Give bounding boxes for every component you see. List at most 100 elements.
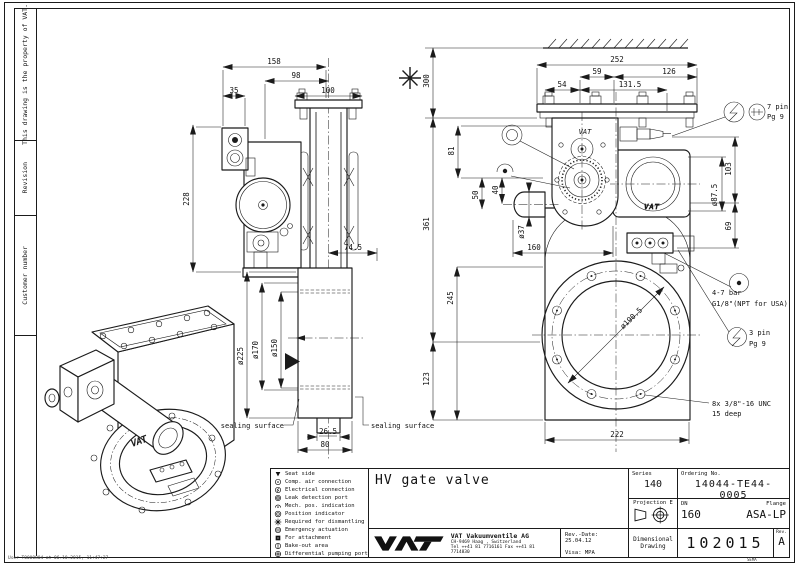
dn-label: DN <box>681 501 688 507</box>
series-cell: Series 140 <box>629 469 678 499</box>
legend-item-position-indicator: Position indicator <box>271 510 368 518</box>
note-air-thread: G1/8"(NPT for USA) <box>712 300 788 308</box>
legend-item-attachment: For attachment <box>271 534 368 542</box>
dim-245: 245 <box>446 291 455 305</box>
projection-symbol-icon <box>634 506 669 524</box>
company-name: VAT Vakuumventile AG <box>450 531 530 540</box>
ordering-cell: Ordering No. 14044-TE44-0005 <box>678 469 789 501</box>
legend-label: Mech. pos. indication <box>285 503 355 509</box>
motor-connector <box>619 126 671 142</box>
dim-131-5: 131.5 <box>619 80 642 89</box>
side-view <box>221 58 364 460</box>
legend-label: Differential pumping port <box>285 551 368 557</box>
dim-150: ø150 <box>270 338 279 357</box>
legend-item-bake-out: Bake-out area <box>271 542 368 550</box>
electrical-connection-icon <box>275 487 281 493</box>
flange-value: ASA-LP <box>746 508 786 521</box>
legend-item-diff-pumping: Differential pumping port <box>271 550 368 558</box>
series-value: 140 <box>643 479 663 490</box>
sealing-surface-right: sealing surface <box>371 422 434 430</box>
revision-info-cell: Rev.-Date: 25.04.12 Visa: MPA <box>561 529 629 557</box>
dim-361: 361 <box>422 217 431 231</box>
legend-item-comp-air: Comp. air connection <box>271 478 368 486</box>
bake-out-area-icon <box>275 543 281 549</box>
iso-flange-bolts <box>90 412 222 514</box>
drawing-title: HV gate valve <box>375 473 490 488</box>
projection-label: Projection E <box>633 500 673 506</box>
solenoid-valve <box>626 232 695 274</box>
drawing-number: 102015 <box>686 534 765 552</box>
flange-bolt-holes <box>552 271 680 399</box>
print-footer: User T0000804 at 06.10.2015, 11:47:27 <box>8 556 109 561</box>
dim-26-5: 26.5 <box>319 427 337 436</box>
vat-logo-actuator: VAT <box>579 128 592 136</box>
legend-item-electrical: Electrical connection <box>271 486 368 494</box>
leak-detection-port-icon <box>275 495 281 501</box>
outer-border <box>4 2 795 563</box>
comp-air-symbol <box>663 252 749 293</box>
actuator-side <box>221 127 302 278</box>
legend-label: For attachment <box>285 535 332 541</box>
series-label: Series <box>632 471 652 477</box>
note-unc-depth: 15 deep <box>712 410 742 418</box>
legend-label: Required for dismantling <box>285 519 365 525</box>
note-3pin: 3 pin <box>749 329 770 337</box>
vat-logo-body: VAT <box>644 203 660 211</box>
dim-300: 300 <box>422 74 431 88</box>
dim-54: 54 <box>557 80 567 89</box>
dim-87-5: ø87.5 <box>710 184 719 207</box>
ordering-value: 14044-TE44-0005 <box>694 479 773 501</box>
ordering-label: Ordering No. <box>681 471 721 477</box>
air-port <box>513 191 546 218</box>
dim-123: 123 <box>422 372 431 386</box>
legend-label: Seat side <box>285 471 315 477</box>
dim-252: 252 <box>610 55 624 64</box>
legend-item-emergency: Emergency actuation <box>271 526 368 534</box>
dn-flange-cell: DN Flange 160 ASA-LP <box>678 499 789 529</box>
position-indicator-icon <box>274 510 282 518</box>
electrical-7pin-symbol <box>671 101 766 137</box>
note-unc-thread: 8x 3/8"-16 UNC <box>712 400 771 408</box>
company-phone: Tel ++41 81 7716161 Fax ++41 81 7714830 <box>450 544 535 555</box>
dim-160: 160 <box>527 243 541 252</box>
dim-225: ø225 <box>236 347 245 365</box>
dim-170: ø170 <box>251 340 260 359</box>
comp-air-connection-icon <box>275 479 281 485</box>
drawing-number-cell: 102015 <box>678 529 774 557</box>
dim-81: 81 <box>447 146 456 155</box>
dimensions-side: 158 98 35 100 228 74.5 ø225 ø170 ø150 26… <box>182 57 434 453</box>
isometric-view: VAT <box>44 305 235 514</box>
doc-type-line2: Drawing <box>640 543 666 550</box>
seat-side-icon <box>275 472 281 477</box>
visa: Visa: MPA <box>565 550 595 556</box>
iso-actuator: VAT <box>44 349 200 497</box>
legend-label: Comp. air connection <box>285 479 352 485</box>
legend-label: Electrical connection <box>285 487 355 493</box>
mech-pos-indication-icon <box>275 504 281 508</box>
note-air-pressure: 4-7 bar <box>712 289 742 297</box>
dim-40: 40 <box>491 185 500 195</box>
dim-228: 228 <box>182 192 191 206</box>
seat-side-mark <box>285 353 300 370</box>
company-cell: VAT Vakuumventile AG CH-9469 Haag , Swit… <box>369 529 561 557</box>
rev-label: Rev. <box>776 530 787 535</box>
legend-item-seat-side: Seat side <box>271 470 368 478</box>
electrical-3pin-symbol <box>677 249 747 347</box>
title-block: Seat side Comp. air connection Electrica… <box>270 468 790 558</box>
note-7pin: 7 pin <box>767 103 788 111</box>
rev-value: A <box>778 535 785 548</box>
dim-222: 222 <box>610 430 624 439</box>
required-for-dismantling-mark <box>399 67 421 89</box>
dim-50: 50 <box>471 190 480 200</box>
dim-74-5: 74.5 <box>344 243 362 252</box>
dim-59: 59 <box>592 67 601 76</box>
note-7pin-pg9: Pg 9 <box>767 113 784 121</box>
dim-98: 98 <box>291 71 301 80</box>
dim-37: ø37 <box>517 225 526 239</box>
iso-plate-bolts <box>99 309 218 350</box>
ceiling-hatch <box>547 38 689 49</box>
valve-body-section <box>297 267 353 419</box>
doc-type-line1: Dimensional <box>633 536 673 543</box>
position-indicator-symbol <box>501 124 575 170</box>
